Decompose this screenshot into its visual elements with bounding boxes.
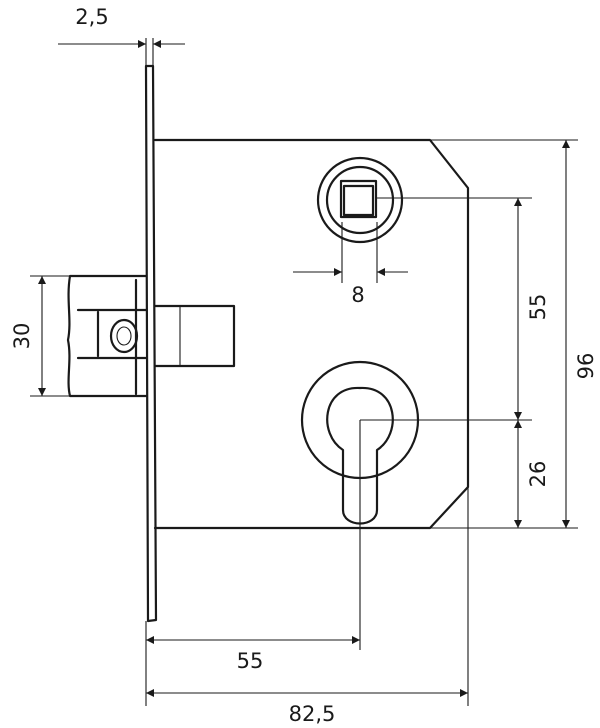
spindle-hub bbox=[316, 156, 404, 244]
dim-latch-height: 30 bbox=[10, 323, 34, 350]
latch-bolt bbox=[66, 274, 148, 398]
dim-backset: 55 bbox=[237, 649, 264, 673]
faceplate bbox=[144, 64, 158, 623]
dim-spindle-square: 8 bbox=[351, 283, 364, 307]
extension-lines bbox=[30, 38, 578, 706]
lock-body bbox=[66, 64, 470, 623]
dim-faceplate-thickness: 2,5 bbox=[75, 5, 108, 29]
dim-case-height: 96 bbox=[574, 353, 598, 380]
dim-keyhole-to-bottom: 26 bbox=[526, 461, 550, 488]
dim-spindle-to-keyhole: 55 bbox=[526, 294, 550, 321]
dim-case-depth: 82,5 bbox=[289, 702, 336, 726]
deadbolt bbox=[153, 304, 236, 368]
latch-screw bbox=[109, 318, 139, 354]
spindle-square-hole bbox=[342, 184, 375, 217]
dimension-lines bbox=[38, 40, 570, 697]
dimension-labels: 2,5 8 30 55 26 96 55 82,5 bbox=[10, 5, 598, 726]
